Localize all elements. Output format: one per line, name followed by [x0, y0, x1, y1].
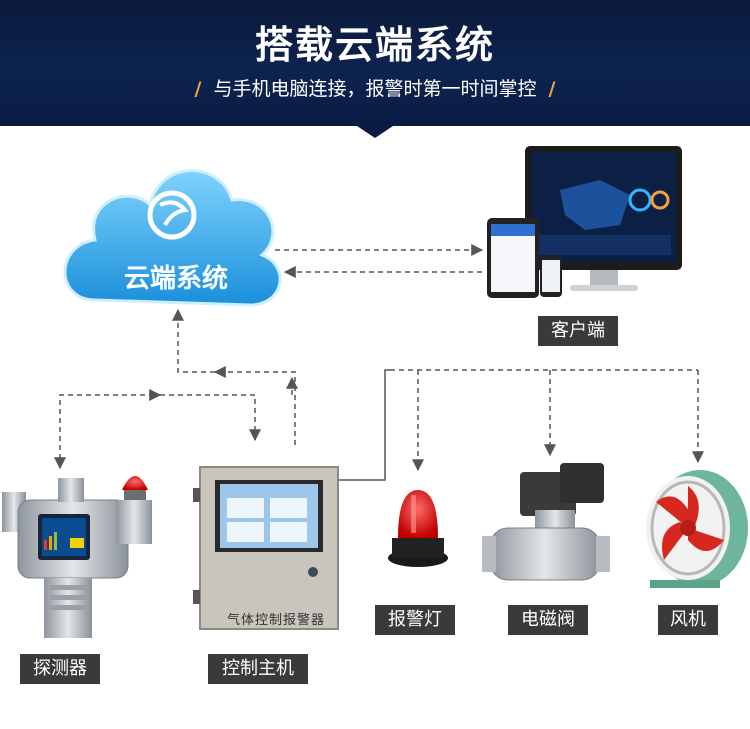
host-panel-text: 气体控制报警器	[226, 613, 325, 628]
valve-label: 电磁阀	[508, 605, 588, 635]
tablet-icon	[487, 218, 539, 298]
control-host-icon	[193, 466, 339, 630]
subtitle-slash-left: /	[194, 78, 202, 100]
subtitle-slash-right: /	[548, 78, 556, 100]
page-subtitle: / 与手机电脑连接，报警时第一时间掌控 /	[0, 74, 750, 101]
fan-icon	[646, 470, 748, 588]
client-label: 客户端	[538, 316, 618, 346]
cloud-label: 云端系统	[123, 264, 228, 294]
sensor-network-lines	[54, 308, 298, 470]
cloud-client-arrows	[275, 244, 484, 278]
fan-label: 风机	[658, 605, 718, 635]
output-lines	[338, 369, 704, 481]
header-banner	[0, 0, 750, 126]
page-title: 搭载云端系统	[254, 23, 495, 67]
host-label: 控制主机	[208, 654, 308, 684]
phone-icon	[540, 255, 562, 297]
monitor-icon	[525, 146, 682, 291]
gas-detector-icon	[2, 476, 152, 638]
detector-label: 探测器	[20, 654, 100, 684]
alarm-light-label: 报警灯	[375, 605, 455, 635]
alarm-light-icon	[388, 490, 448, 567]
solenoid-valve-icon	[482, 463, 610, 581]
subtitle-text: 与手机电脑连接，报警时第一时间掌控	[213, 78, 537, 100]
cloud-icon	[63, 169, 282, 307]
